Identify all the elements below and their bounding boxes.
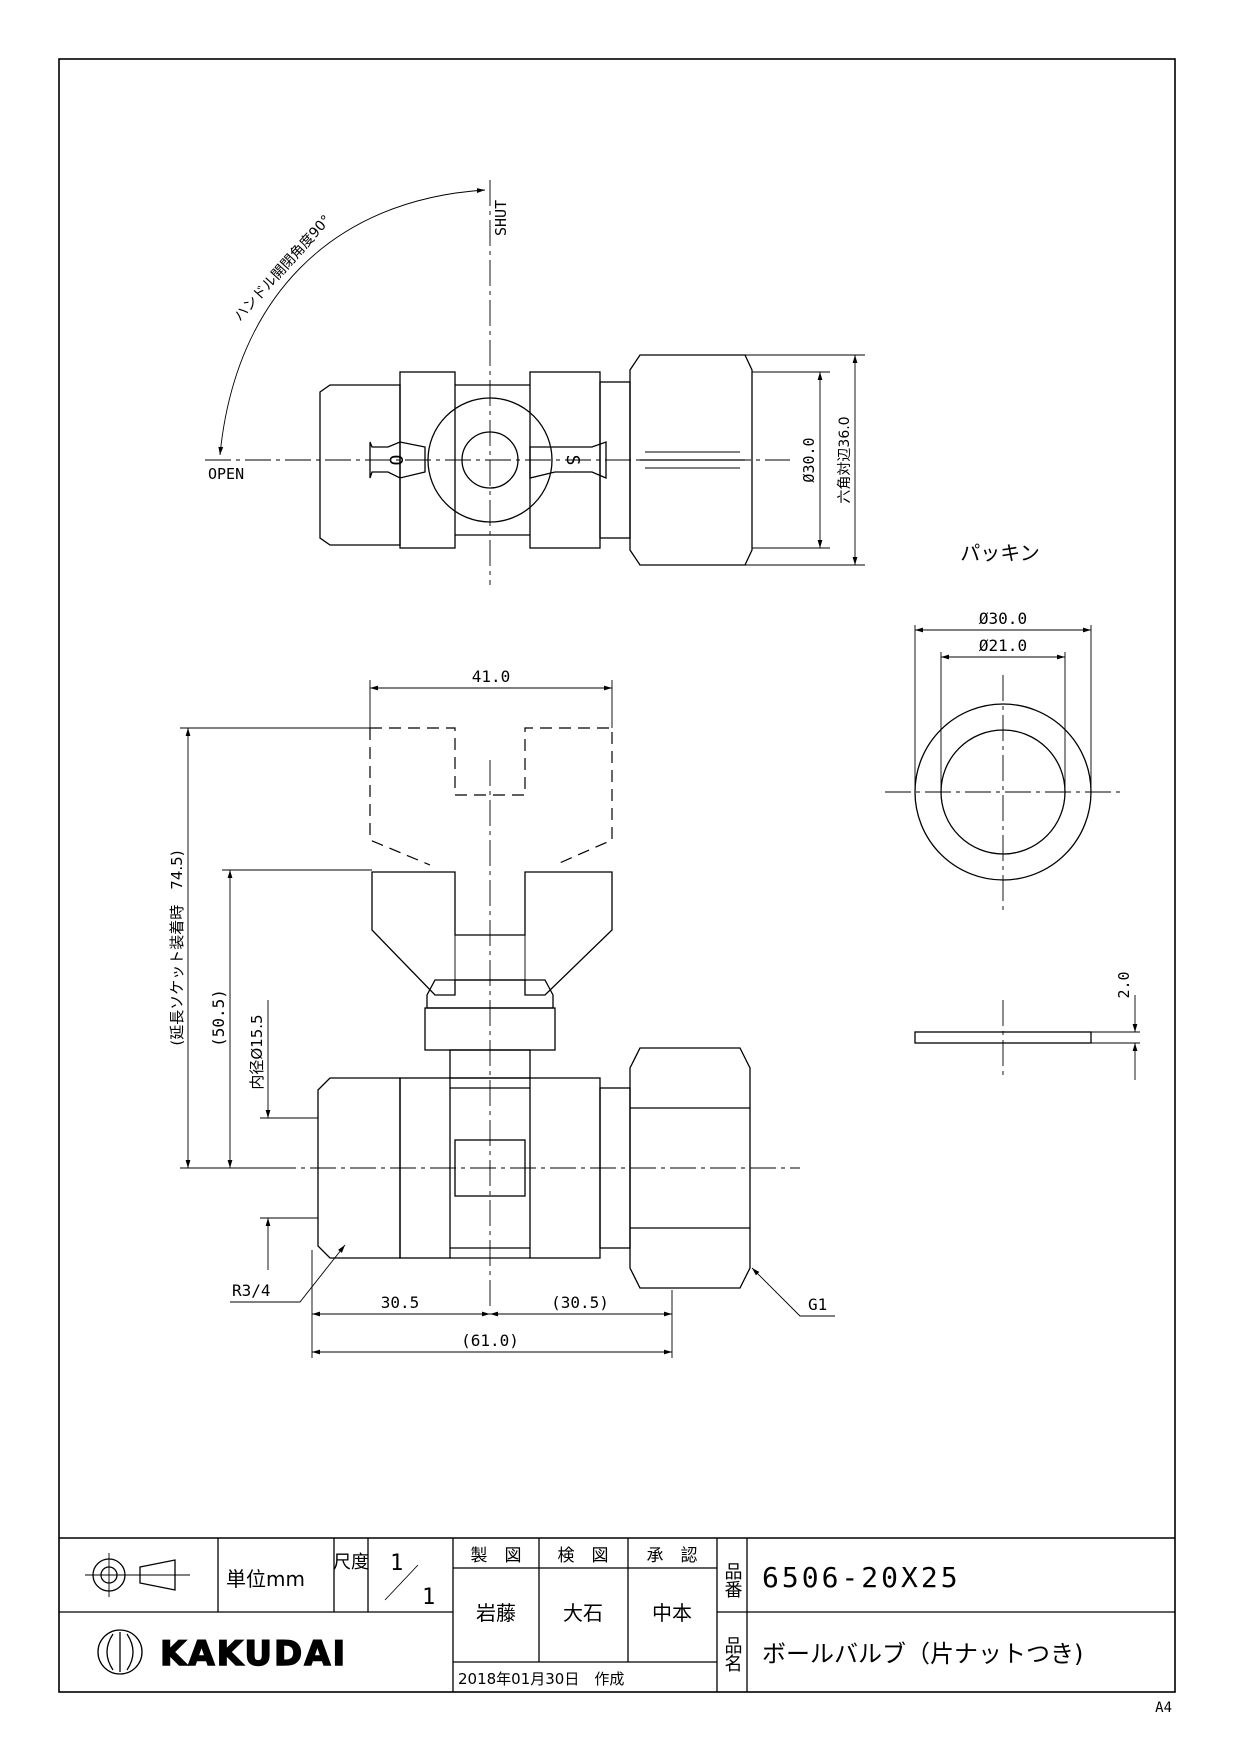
dim-socket-height: (延長ソケット装着時 74.5)	[168, 850, 186, 1045]
dim-hex-36: 六角対辺36.0	[837, 416, 853, 503]
checked-by: 大石	[563, 1601, 603, 1625]
part-number: 6506-20X25	[762, 1561, 961, 1594]
checked-label: 検 図	[558, 1546, 609, 1566]
part-name: ボールバルブ（片ナットつき)	[762, 1640, 1083, 1668]
dim-height: (50.5)	[209, 989, 228, 1047]
packing-dim-outer: Ø30.0	[979, 609, 1027, 628]
scale-label: 尺度	[333, 1552, 369, 1573]
front-hex-nut	[629, 1047, 751, 1289]
handle-rotation-arc	[218, 188, 486, 456]
packing-dim-inner: Ø21.0	[979, 636, 1027, 655]
packing-title: パッキン	[960, 541, 1039, 565]
packing-inner-circle	[940, 729, 1066, 855]
top-view: SHUT OPEN ハンドル開閉角度90° O S Ø30.0 六角対辺36.0	[205, 180, 865, 585]
sheet-border	[58, 58, 1176, 1693]
projection-symbol-icon	[85, 1553, 190, 1597]
dim-diameter-30: Ø30.0	[800, 437, 818, 482]
packing-outer-circle	[914, 703, 1092, 881]
butterfly-handle	[371, 871, 613, 996]
handle-angle-note: ハンドル開閉角度90°	[231, 212, 334, 324]
dim-inner-diameter: 内径Ø15.5	[248, 1014, 266, 1089]
date-created: 2018年01月30日 作成	[458, 1670, 624, 1688]
company-logo-text: KAKUDAI	[160, 1634, 347, 1674]
front-view: (延長ソケット装着時 74.5) (50.5) 内径Ø15.5 R3/4 G1 …	[168, 667, 835, 1358]
body-window	[454, 1139, 526, 1197]
scale-denominator: 1	[422, 1585, 435, 1610]
thread-female-label: G1	[808, 1295, 827, 1314]
stem-inner-circle	[461, 431, 519, 489]
packing-view: パッキン Ø30.0 Ø21.0 2.0	[885, 541, 1140, 1080]
handle-letter-shut: S	[562, 455, 583, 466]
dim-handle-width: 41.0	[472, 667, 511, 686]
part-no-label: 品番	[722, 1562, 743, 1598]
thread-male-label: R3/4	[232, 1281, 271, 1300]
shut-label: SHUT	[492, 200, 510, 236]
title-block: 単位mm 尺度 1 1 KAKUDAI 製 図 検 図 承 認 岩藤 大石 中本…	[59, 1537, 1175, 1692]
approved-label: 承 認	[647, 1546, 698, 1566]
open-label: OPEN	[208, 465, 244, 483]
dim-right: (30.5)	[551, 1293, 609, 1312]
dim-total: (61.0)	[461, 1331, 519, 1350]
drawn-label: 製 図	[471, 1546, 522, 1566]
dim-left: 30.5	[381, 1293, 420, 1312]
stem-outer-circle	[427, 397, 553, 523]
kakudai-logo: KAKUDAI	[97, 1629, 347, 1675]
paper-size: A4	[1155, 1700, 1172, 1716]
handle-letter-open: O	[385, 455, 406, 466]
unit-label: 単位mm	[226, 1567, 305, 1591]
approved-by: 中本	[652, 1601, 692, 1625]
drawn-by: 岩藤	[476, 1601, 516, 1625]
part-name-label: 品名	[722, 1636, 743, 1672]
scale-numerator: 1	[390, 1551, 403, 1576]
packing-dim-thickness: 2.0	[1115, 971, 1133, 998]
